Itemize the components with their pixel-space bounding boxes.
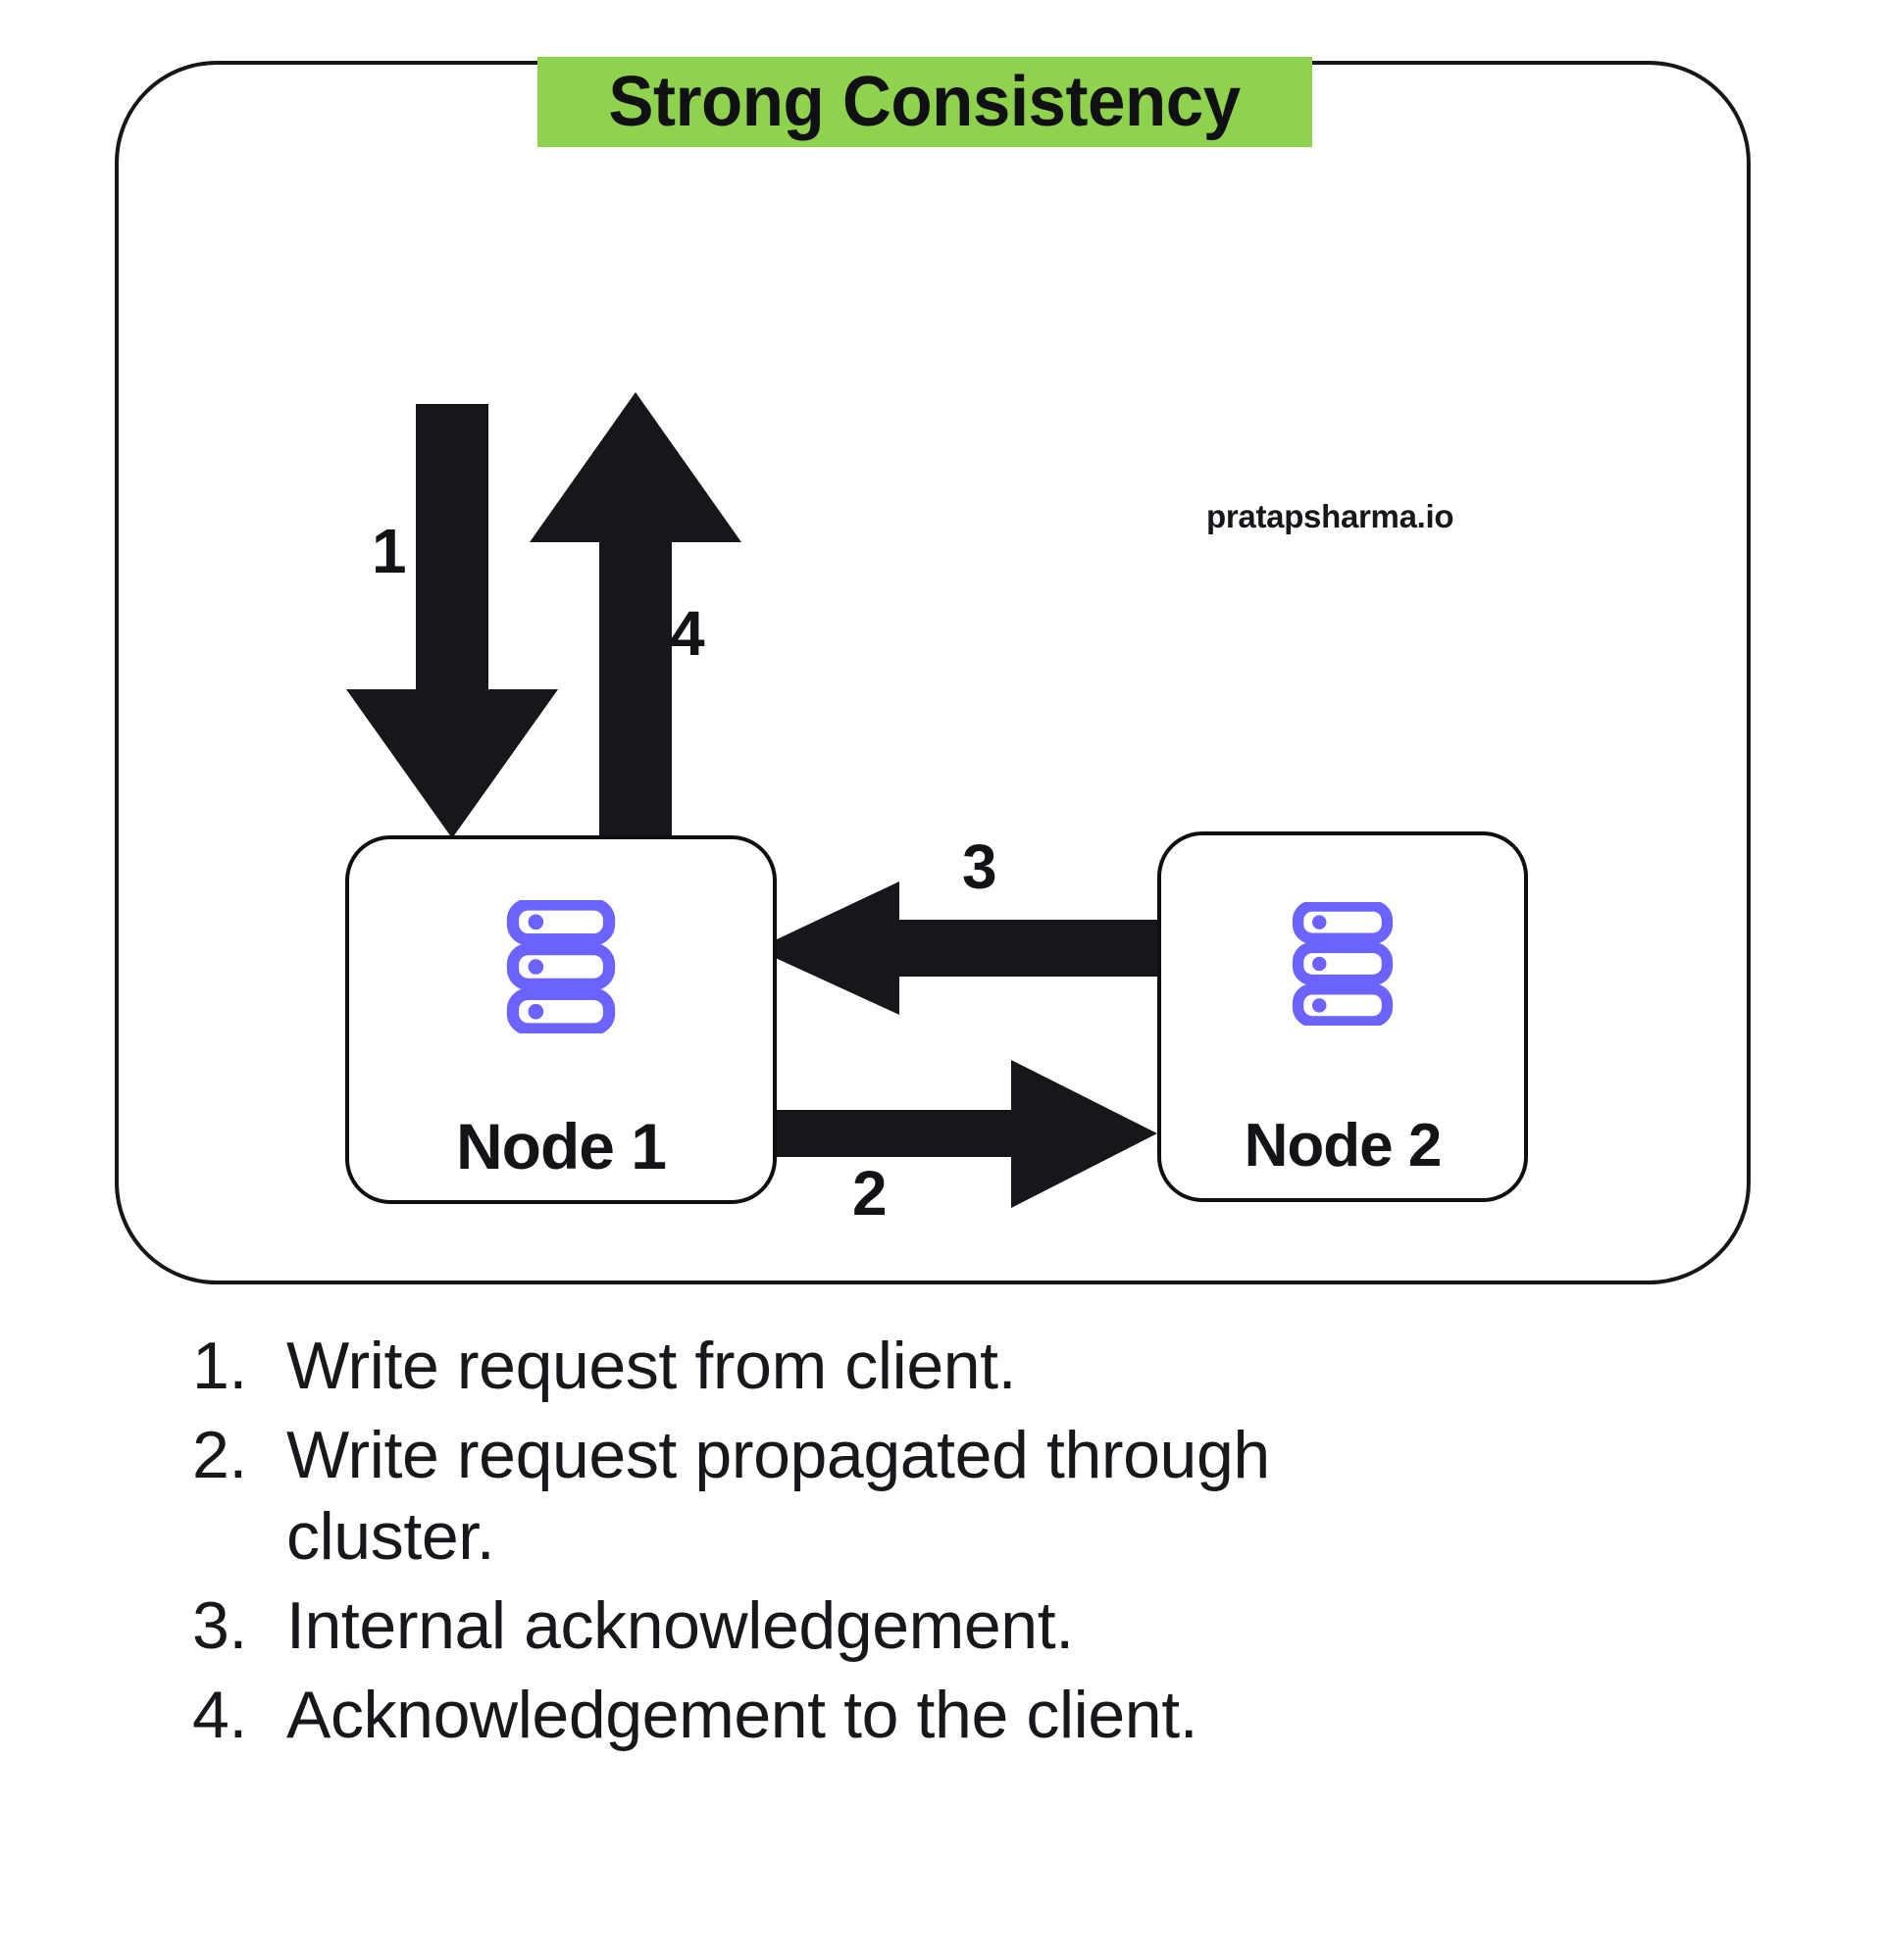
- database-server-icon: [1292, 902, 1394, 1026]
- list-item-text: Write request propagated through cluster…: [286, 1417, 1270, 1574]
- watermark: pratapsharma.io: [1206, 498, 1454, 534]
- list-item: 4. Acknowledgement to the client.: [192, 1675, 1703, 1756]
- list-item-number: 4.: [192, 1677, 247, 1752]
- list-item-text: Acknowledgement to the client.: [286, 1677, 1198, 1752]
- list-item-number: 3.: [192, 1587, 247, 1663]
- list-item: 2. Write request propagated through clus…: [192, 1415, 1703, 1578]
- node-2-label: Node 2: [1244, 1112, 1443, 1180]
- list-item-text: Internal acknowledgement.: [286, 1587, 1074, 1663]
- diagram-title-highlight: Strong Consistency: [537, 57, 1312, 147]
- list-item: 3. Internal acknowledgement.: [192, 1585, 1703, 1667]
- list-item-number: 2.: [192, 1417, 247, 1492]
- database-server-icon: [506, 900, 616, 1033]
- arrow-label-2: 2: [852, 1158, 888, 1229]
- arrow-label-1: 1: [372, 516, 407, 586]
- list-item-number: 1.: [192, 1329, 247, 1403]
- list-item-text: Write request from client.: [286, 1329, 1017, 1403]
- arrow-label-4: 4: [670, 598, 705, 669]
- node-box-node-1[interactable]: Node 1: [345, 835, 777, 1204]
- arrow-label-3: 3: [962, 831, 997, 902]
- list-item: 1. Write request from client.: [192, 1326, 1703, 1407]
- node-1-label: Node 1: [455, 1110, 667, 1182]
- caption-list: 1. Write request from client. 2. Write r…: [192, 1326, 1703, 1764]
- node-box-node-2[interactable]: Node 2: [1157, 831, 1528, 1202]
- page-title: Strong Consistency: [608, 63, 1242, 141]
